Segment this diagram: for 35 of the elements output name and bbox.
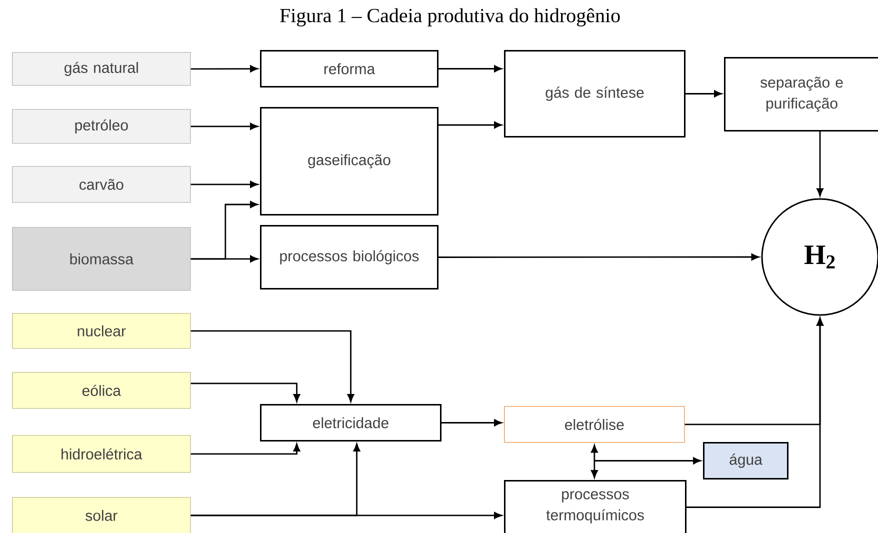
source-box: hidroelétrica <box>12 435 191 473</box>
arrow <box>190 122 258 130</box>
source-box: biomassa <box>12 227 191 291</box>
arrow <box>816 132 824 196</box>
process-box: eletrólise <box>504 406 685 443</box>
process-box: processos termoquímicos <box>504 480 686 533</box>
arrow <box>438 254 760 260</box>
process-box: reforma <box>260 50 438 88</box>
source-box: carvão <box>12 166 191 203</box>
arrow <box>190 382 300 402</box>
process-box: eletricidade <box>260 404 442 442</box>
source-box: petróleo <box>12 109 191 144</box>
source-box: eólica <box>12 372 191 409</box>
source-box: gás natural <box>12 52 191 86</box>
process-box: gás de síntese <box>504 50 686 138</box>
arrow <box>190 330 354 402</box>
arrow <box>190 444 300 455</box>
source-box: nuclear <box>12 313 191 349</box>
arrow <box>438 65 502 72</box>
arrow <box>594 457 701 464</box>
arrow <box>590 444 598 478</box>
process-box: gaseificação <box>260 107 438 216</box>
arrow <box>442 419 502 426</box>
arrow <box>190 65 258 72</box>
output-box: água <box>703 442 788 480</box>
process-box: separação e purificação <box>724 57 878 132</box>
arrow <box>438 122 502 128</box>
arrow <box>686 90 722 98</box>
process-box: processos biológicos <box>260 225 438 290</box>
figure-title: Figura 1 – Cadeia produtiva do hidrogênio <box>280 8 620 26</box>
arrow <box>190 255 258 262</box>
arrow <box>686 318 824 508</box>
source-box: solar <box>12 497 191 533</box>
arrow <box>190 180 258 188</box>
arrow <box>190 512 502 519</box>
